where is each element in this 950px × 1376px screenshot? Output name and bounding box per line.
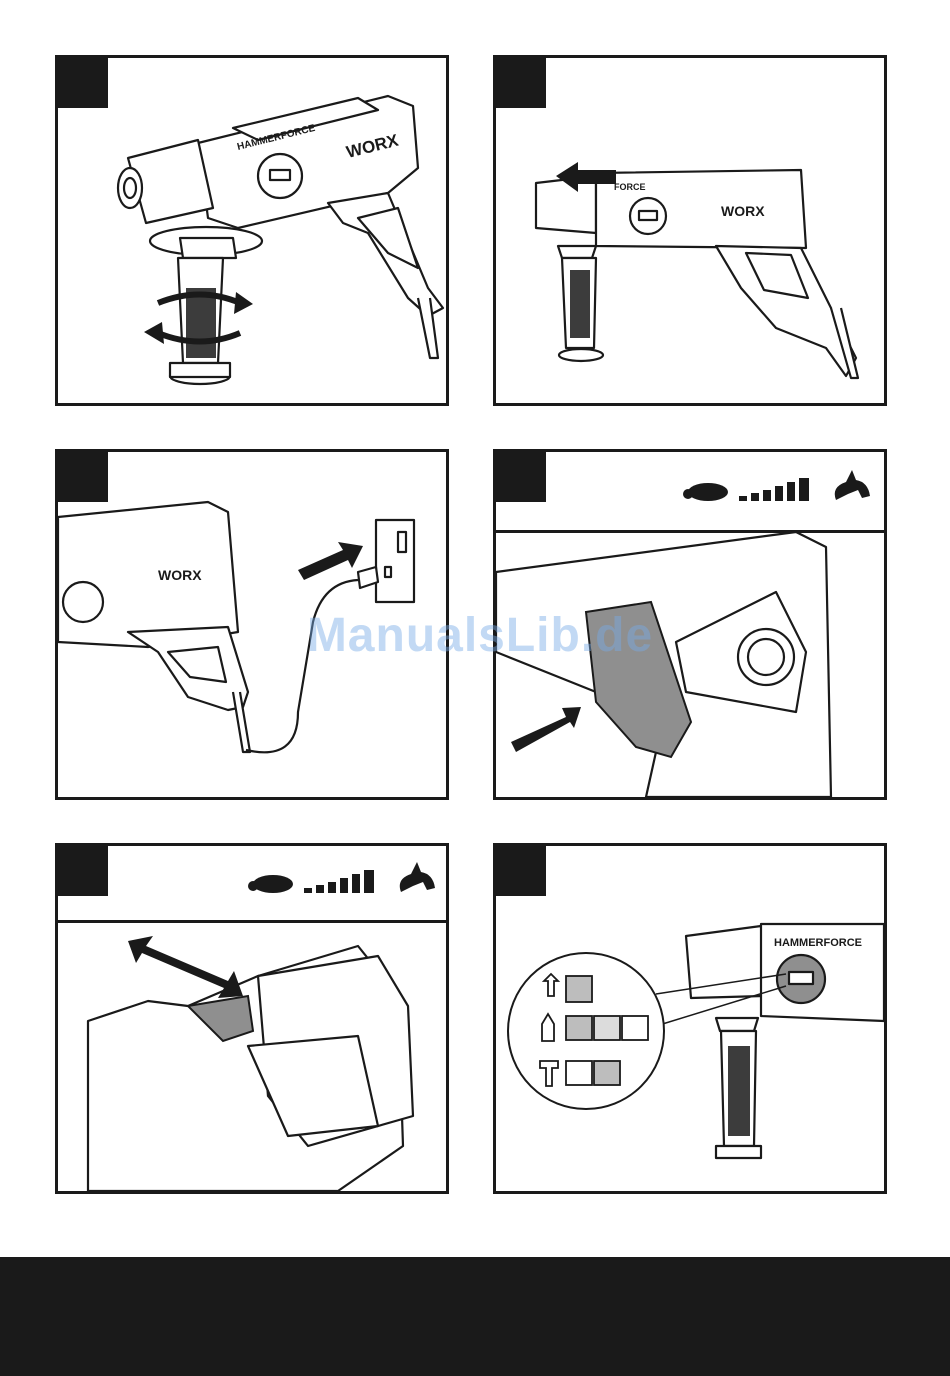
panel-reverse-switch [55,843,449,1194]
hammerforce-logo-text: HAMMERFORCE [774,937,862,949]
watermark-text: ManualsLib.de [290,608,670,663]
worx-logo-text: WORX [721,203,765,219]
arrow-right-icon [298,542,363,580]
speed-indicator [683,470,870,501]
hammer-drill-side-illustration: WORX FORCE [496,58,884,403]
hammer-drill-illustration: WORX HAMMERFORCE [58,58,446,403]
arrow-press-icon [511,707,581,752]
speed-indicator [248,862,435,893]
mode-selector-illustration: HAMMERFORCE [496,846,884,1191]
rabbit-icon [400,862,435,892]
turtle-icon [688,483,728,501]
reverse-switch-illustration [58,846,446,1191]
panel-mode-selector: HAMMERFORCE [493,843,887,1194]
worx-logo-text: WORX [158,567,202,583]
panel-remove-chuck: WORX FORCE [493,55,887,406]
rabbit-icon [835,470,870,500]
turtle-icon [253,875,293,893]
panel-install-handle: WORX HAMMERFORCE [55,55,449,406]
force-logo-text: FORCE [614,182,646,192]
page-footer-bar [0,1257,950,1376]
